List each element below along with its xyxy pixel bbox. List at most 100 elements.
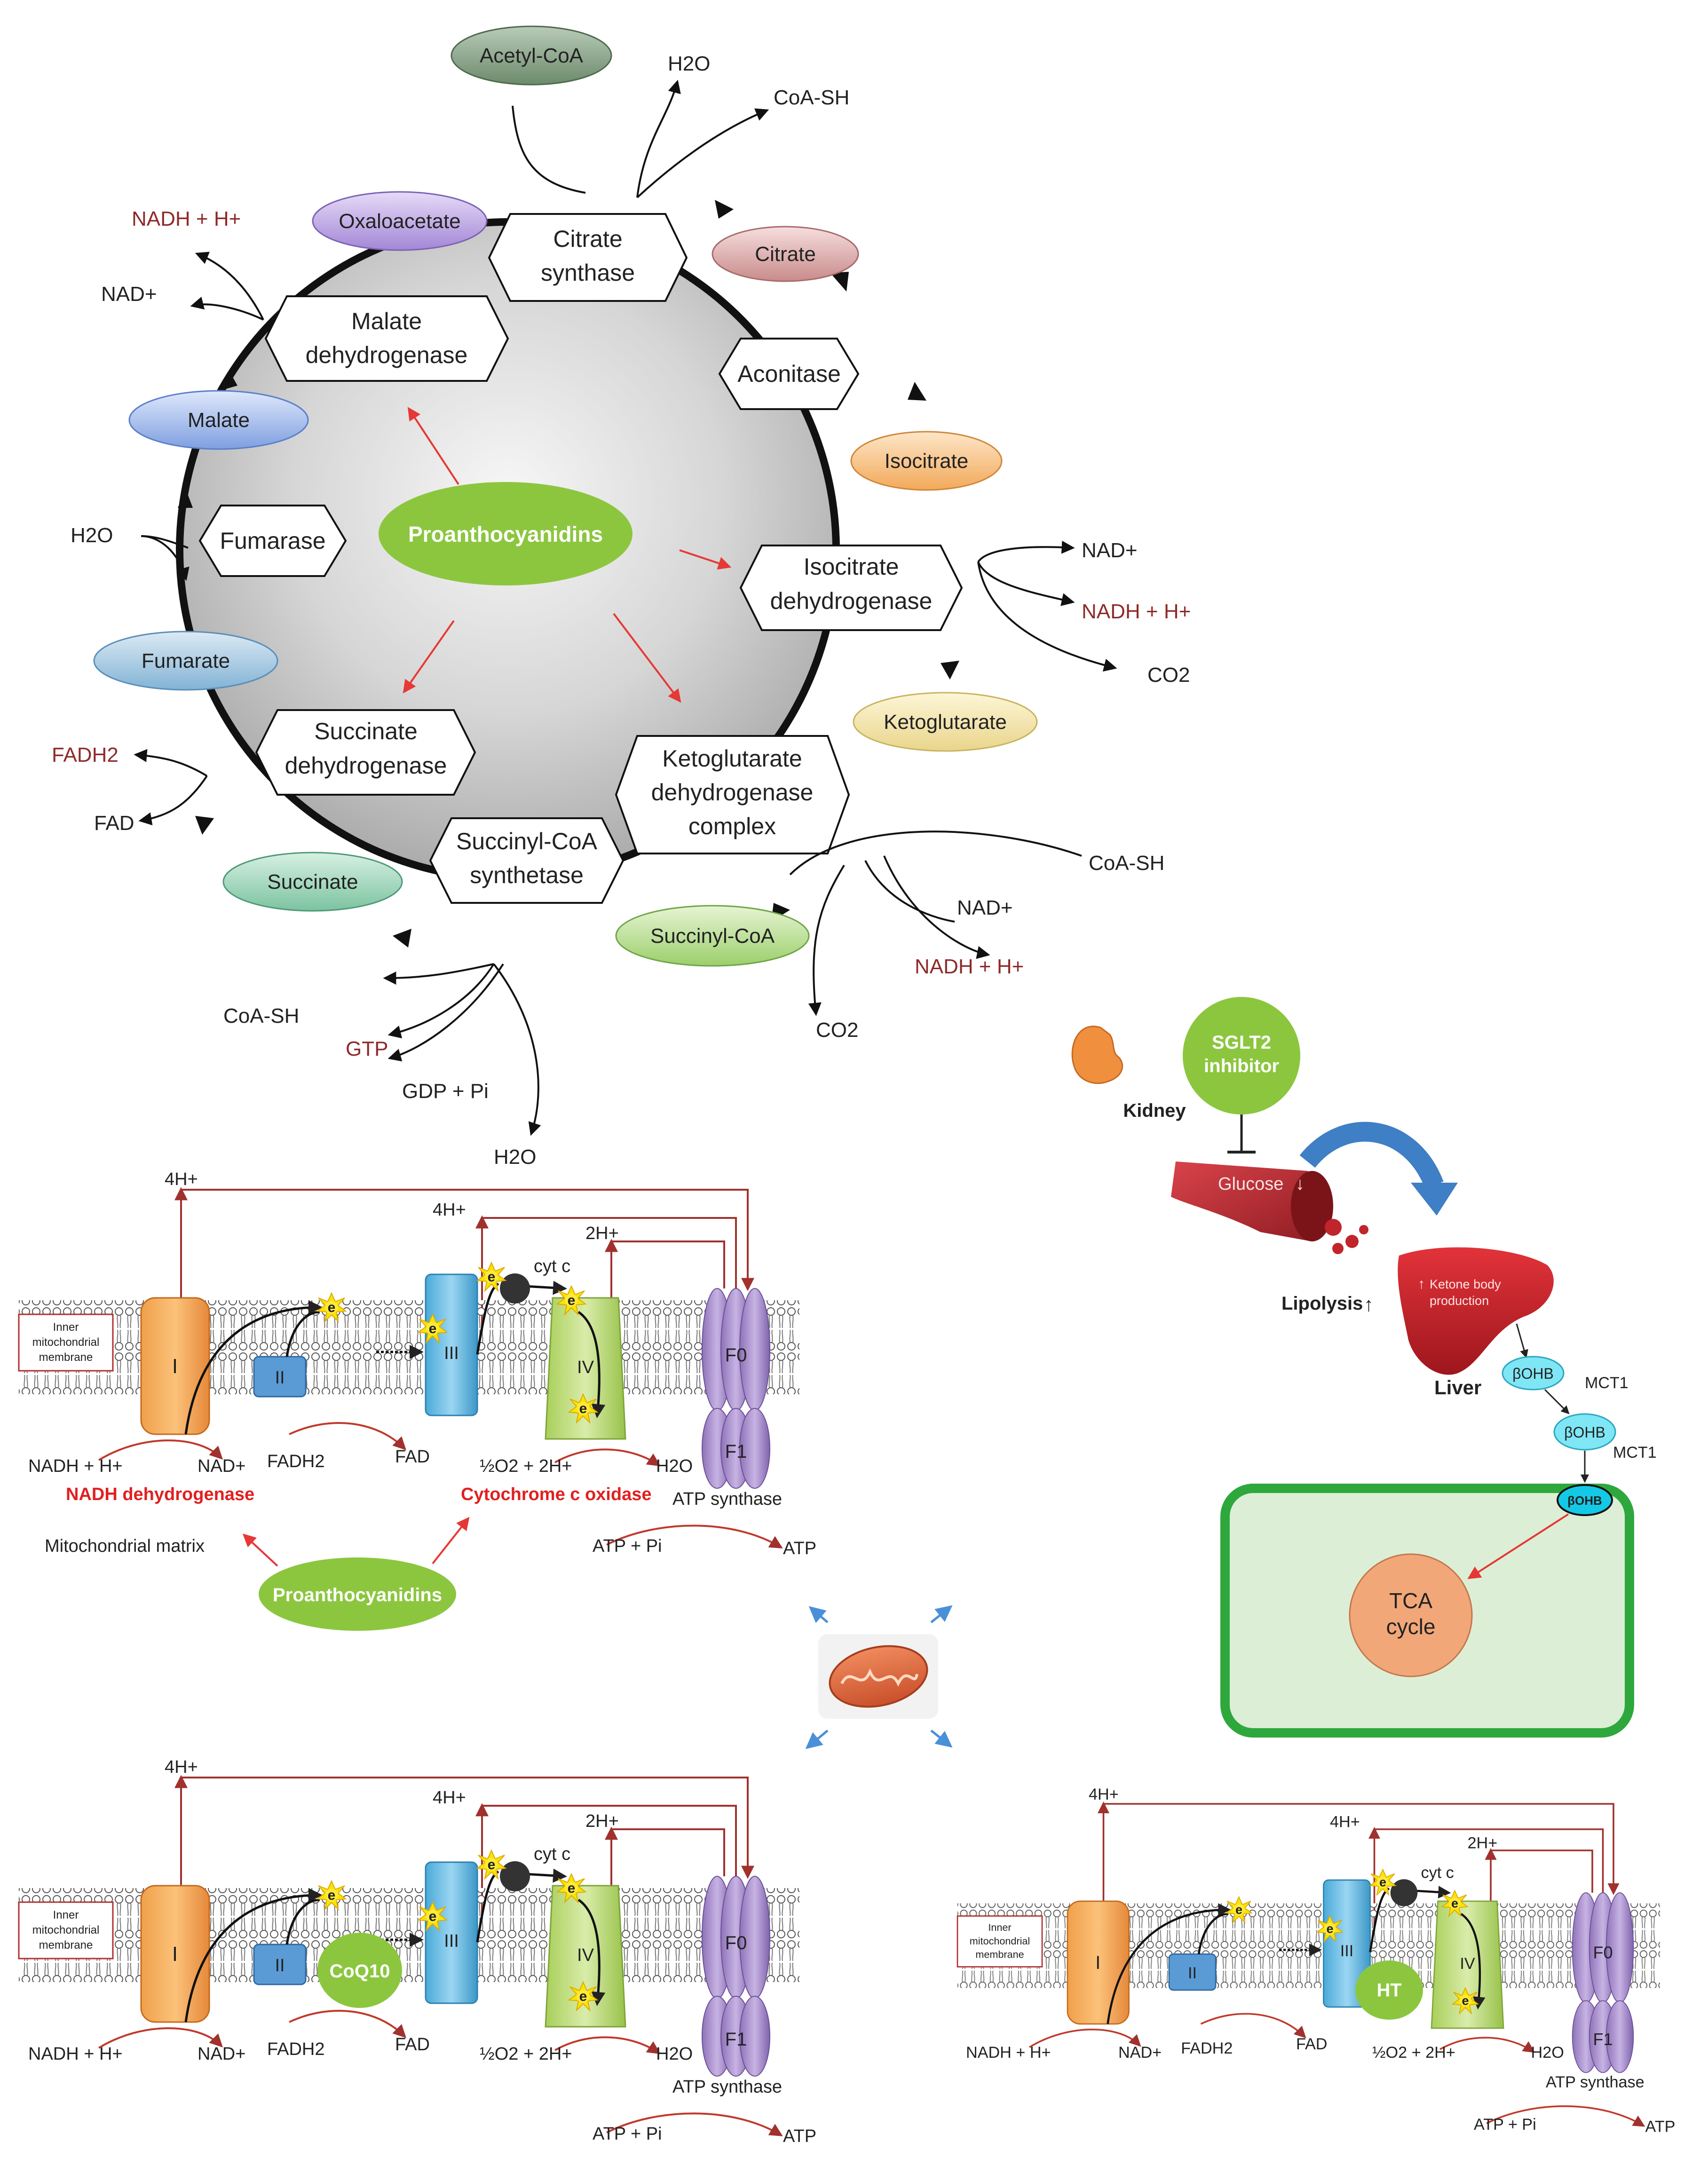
- membrane-label-line: Inner: [988, 1921, 1011, 1933]
- enzyme-label-line: Isocitrate: [804, 553, 899, 580]
- label-atp-pi: ATP + Pi: [1474, 2116, 1536, 2133]
- nadh-arc: [98, 2027, 223, 2049]
- membrane-label-box: [18, 1313, 114, 1372]
- metabolite-label: Isocitrate: [885, 450, 969, 473]
- complex-label: IV: [577, 1945, 594, 1965]
- enzyme-label-line: dehydrogenase: [651, 779, 814, 806]
- proton-return-line: [181, 1189, 754, 1291]
- label-nad: NAD+: [198, 2044, 245, 2064]
- label-mitochondrial-matrix: Mitochondrial matrix: [45, 1536, 205, 1556]
- label-h2o: H2O: [656, 2044, 693, 2064]
- label-nadh: NADH + H+: [966, 2044, 1051, 2062]
- proanthocyanidins-center: Proanthocyanidins: [379, 482, 633, 585]
- label-co2: CO2: [1147, 664, 1190, 687]
- complex-label: I: [1095, 1952, 1100, 1973]
- cytochrome-c-icon: [1390, 1879, 1418, 1906]
- nadh-arc: [1029, 2029, 1141, 2048]
- proton-return-line: [1491, 1849, 1593, 1893]
- electron-label: e: [579, 1401, 587, 1416]
- agent-badge: [1355, 1960, 1423, 2020]
- proton-label: 4H+: [165, 1169, 198, 1189]
- label-mct1: MCT1: [1613, 1444, 1657, 1462]
- electron-path: [1197, 1912, 1229, 1954]
- hub-arrow: [808, 1606, 829, 1623]
- fadh2-arc: [1200, 2013, 1306, 2039]
- label-h2o: H2O: [1531, 2044, 1564, 2062]
- label-ketone-line: production: [1430, 1294, 1489, 1308]
- label-fadh2: FADH2: [1181, 2039, 1233, 2057]
- enzyme-label-line: dehydrogenase: [306, 342, 468, 368]
- ring-arrowheads: [178, 200, 959, 948]
- enzyme-label-line: Fumarase: [220, 528, 325, 554]
- membrane-bilayer: [957, 1903, 1660, 1988]
- metabolite-label: Ketoglutarate: [884, 711, 1007, 734]
- complex-ii: [253, 1944, 307, 1985]
- label-coa-sh: CoA-SH: [774, 86, 849, 109]
- mitochondrion-icon: [829, 1645, 928, 1708]
- agent-red-arrow: [242, 1533, 278, 1567]
- label-atp: ATP: [783, 1539, 816, 1558]
- o2-arc: [554, 2036, 661, 2054]
- complex-iii: [425, 1273, 478, 1416]
- electron-path: [184, 1888, 323, 2023]
- bohb-capsule: [1502, 1356, 1565, 1391]
- label-atp-synthase: ATP synthase: [672, 2077, 782, 2097]
- label-nadh: NADH + H+: [132, 207, 241, 230]
- metabolite-malate: Malate: [128, 390, 309, 450]
- atp-synthase-f1-subunit: [739, 1996, 770, 2077]
- cyt-c-label: cyt c: [534, 1256, 570, 1276]
- electron-label: e: [488, 1857, 496, 1873]
- proton-return-line: [1103, 1803, 1620, 1896]
- label-fadh2: FADH2: [52, 743, 119, 766]
- metabolite-label: Oxaloacetate: [339, 210, 460, 233]
- metabolite-label: Citrate: [755, 243, 816, 266]
- label-fad: FAD: [1296, 2035, 1328, 2053]
- electron-label: e: [429, 1909, 437, 1924]
- label-nadh: NADH + H+: [28, 2044, 123, 2064]
- agent-badge: [259, 1557, 456, 1631]
- label-nad: NAD+: [1118, 2044, 1162, 2062]
- enzyme-fumarase: Fumarase: [198, 505, 347, 577]
- electron-label: e: [429, 1321, 437, 1336]
- label-mct1: MCT1: [1585, 1374, 1629, 1392]
- enzyme-aconitase: Aconitase: [718, 338, 860, 410]
- label-cycle: cycle: [1386, 1614, 1436, 1639]
- metabolite-succinyl-coa: Succinyl-CoA: [615, 905, 810, 967]
- metabolite-oxaloacetate: Oxaloacetate: [312, 191, 488, 251]
- o2-arc: [554, 1448, 661, 1467]
- enzyme-label-line: Succinyl-CoA: [456, 828, 598, 854]
- electron-path: [577, 1311, 606, 1418]
- agent-label: Proanthocyanidins: [273, 1585, 442, 1605]
- label-nadh: NADH + H+: [1082, 600, 1191, 623]
- label-nad: NAD+: [957, 896, 1013, 919]
- metabolite-ketoglutarate: Ketoglutarate: [853, 692, 1038, 752]
- enzyme-citrate-synthase: Citrate synthase: [488, 213, 688, 302]
- metabolite-acetyl-coa: Acetyl-CoA: [451, 25, 612, 86]
- label-bohb: βOHB: [1564, 1424, 1605, 1441]
- metabolite-succinate: Succinate: [222, 852, 403, 912]
- enzyme-succinate-dehydrogenase: Succinate dehydrogenase: [255, 709, 476, 796]
- label-nad: NAD+: [198, 1456, 245, 1476]
- fadh2-arc: [289, 1422, 406, 1450]
- atp-arc: [606, 1525, 783, 1549]
- electron-label: e: [328, 1300, 336, 1315]
- complex-ii: [1168, 1953, 1217, 1991]
- electron-path: [577, 1898, 606, 2006]
- o2-arc: [1439, 2037, 1535, 2053]
- label-o2: ½O2 + 2H+: [480, 1456, 572, 1476]
- atp-arc: [1486, 2105, 1645, 2127]
- label-atp-pi: ATP + Pi: [593, 1536, 662, 1556]
- sglt2-inhibitor-badge: [1183, 997, 1300, 1114]
- complex-label: I: [172, 1943, 178, 1966]
- agent-red-arrow: [432, 1517, 470, 1565]
- electron-label: e: [1379, 1875, 1386, 1889]
- label-o2: ½O2 + 2H+: [480, 2044, 572, 2064]
- electron-path: [285, 1898, 320, 1945]
- cyt-c-label: cyt c: [1421, 1864, 1454, 1882]
- agent-label: HT: [1377, 1980, 1402, 2001]
- enzyme-label-line: dehydrogenase: [285, 752, 447, 779]
- electron-path: [1412, 1886, 1451, 1899]
- complex-iv: [1431, 1900, 1504, 2029]
- enzyme-label-line: Aconitase: [737, 361, 841, 387]
- proton-return-line: [482, 1217, 737, 1288]
